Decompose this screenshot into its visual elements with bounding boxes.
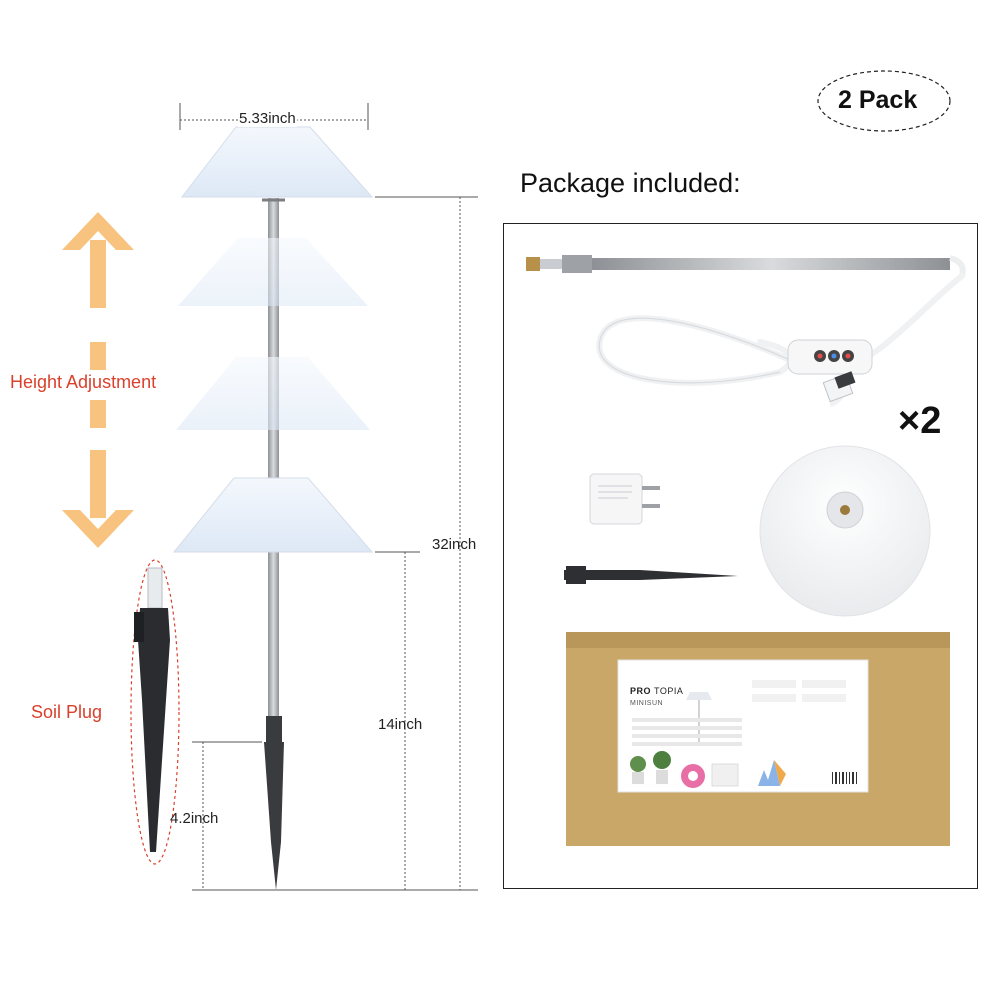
telescopic-pole bbox=[268, 198, 279, 718]
plug-height-label: 4.2inch bbox=[170, 810, 219, 827]
package-stake bbox=[564, 566, 738, 584]
quantity-label: ×2 bbox=[898, 400, 942, 442]
dashed-arrow-segment bbox=[90, 400, 106, 428]
up-arrow-icon bbox=[62, 212, 134, 308]
height-adjustment-label: Height Adjustment bbox=[10, 372, 157, 392]
stand-height-dimension bbox=[375, 551, 420, 890]
soil-plug-illustration bbox=[130, 559, 180, 865]
dashed-arrow-segment bbox=[90, 342, 106, 370]
package-pole bbox=[526, 255, 966, 277]
lamp-shade-bottom bbox=[172, 477, 374, 553]
pack-badge-label: 2 Pack bbox=[838, 86, 918, 114]
lamp-shade-top bbox=[180, 126, 374, 198]
total-height-label: 32inch bbox=[432, 536, 477, 553]
box-product-name: MINISUN bbox=[630, 700, 664, 707]
pack-badge-outline bbox=[817, 70, 951, 132]
package-lamp-shade bbox=[759, 445, 931, 617]
package-usb-plug bbox=[822, 371, 856, 407]
package-title: Package included: bbox=[520, 168, 741, 198]
stand-height-label: 14inch bbox=[378, 716, 423, 733]
package-dimmer-controller bbox=[787, 339, 873, 375]
down-arrow-icon bbox=[62, 450, 134, 548]
lamp-shade-position-2 bbox=[178, 238, 368, 306]
package-contents-frame bbox=[503, 223, 978, 889]
shade-width-label: 5.33inch bbox=[238, 110, 297, 127]
lamp-shade-position-3 bbox=[176, 357, 370, 430]
box-brand: PRO TOPIA bbox=[630, 686, 683, 696]
box-brand-prefix: PRO bbox=[630, 686, 652, 696]
package-retail-box bbox=[566, 632, 950, 846]
box-brand-suffix: TOPIA bbox=[654, 686, 684, 696]
plug-height-dimension bbox=[192, 741, 262, 890]
ground-stake bbox=[264, 716, 284, 890]
total-height-dimension bbox=[375, 196, 478, 890]
package-power-adapter bbox=[589, 473, 660, 525]
soil-plug-label: Soil Plug bbox=[31, 702, 103, 722]
